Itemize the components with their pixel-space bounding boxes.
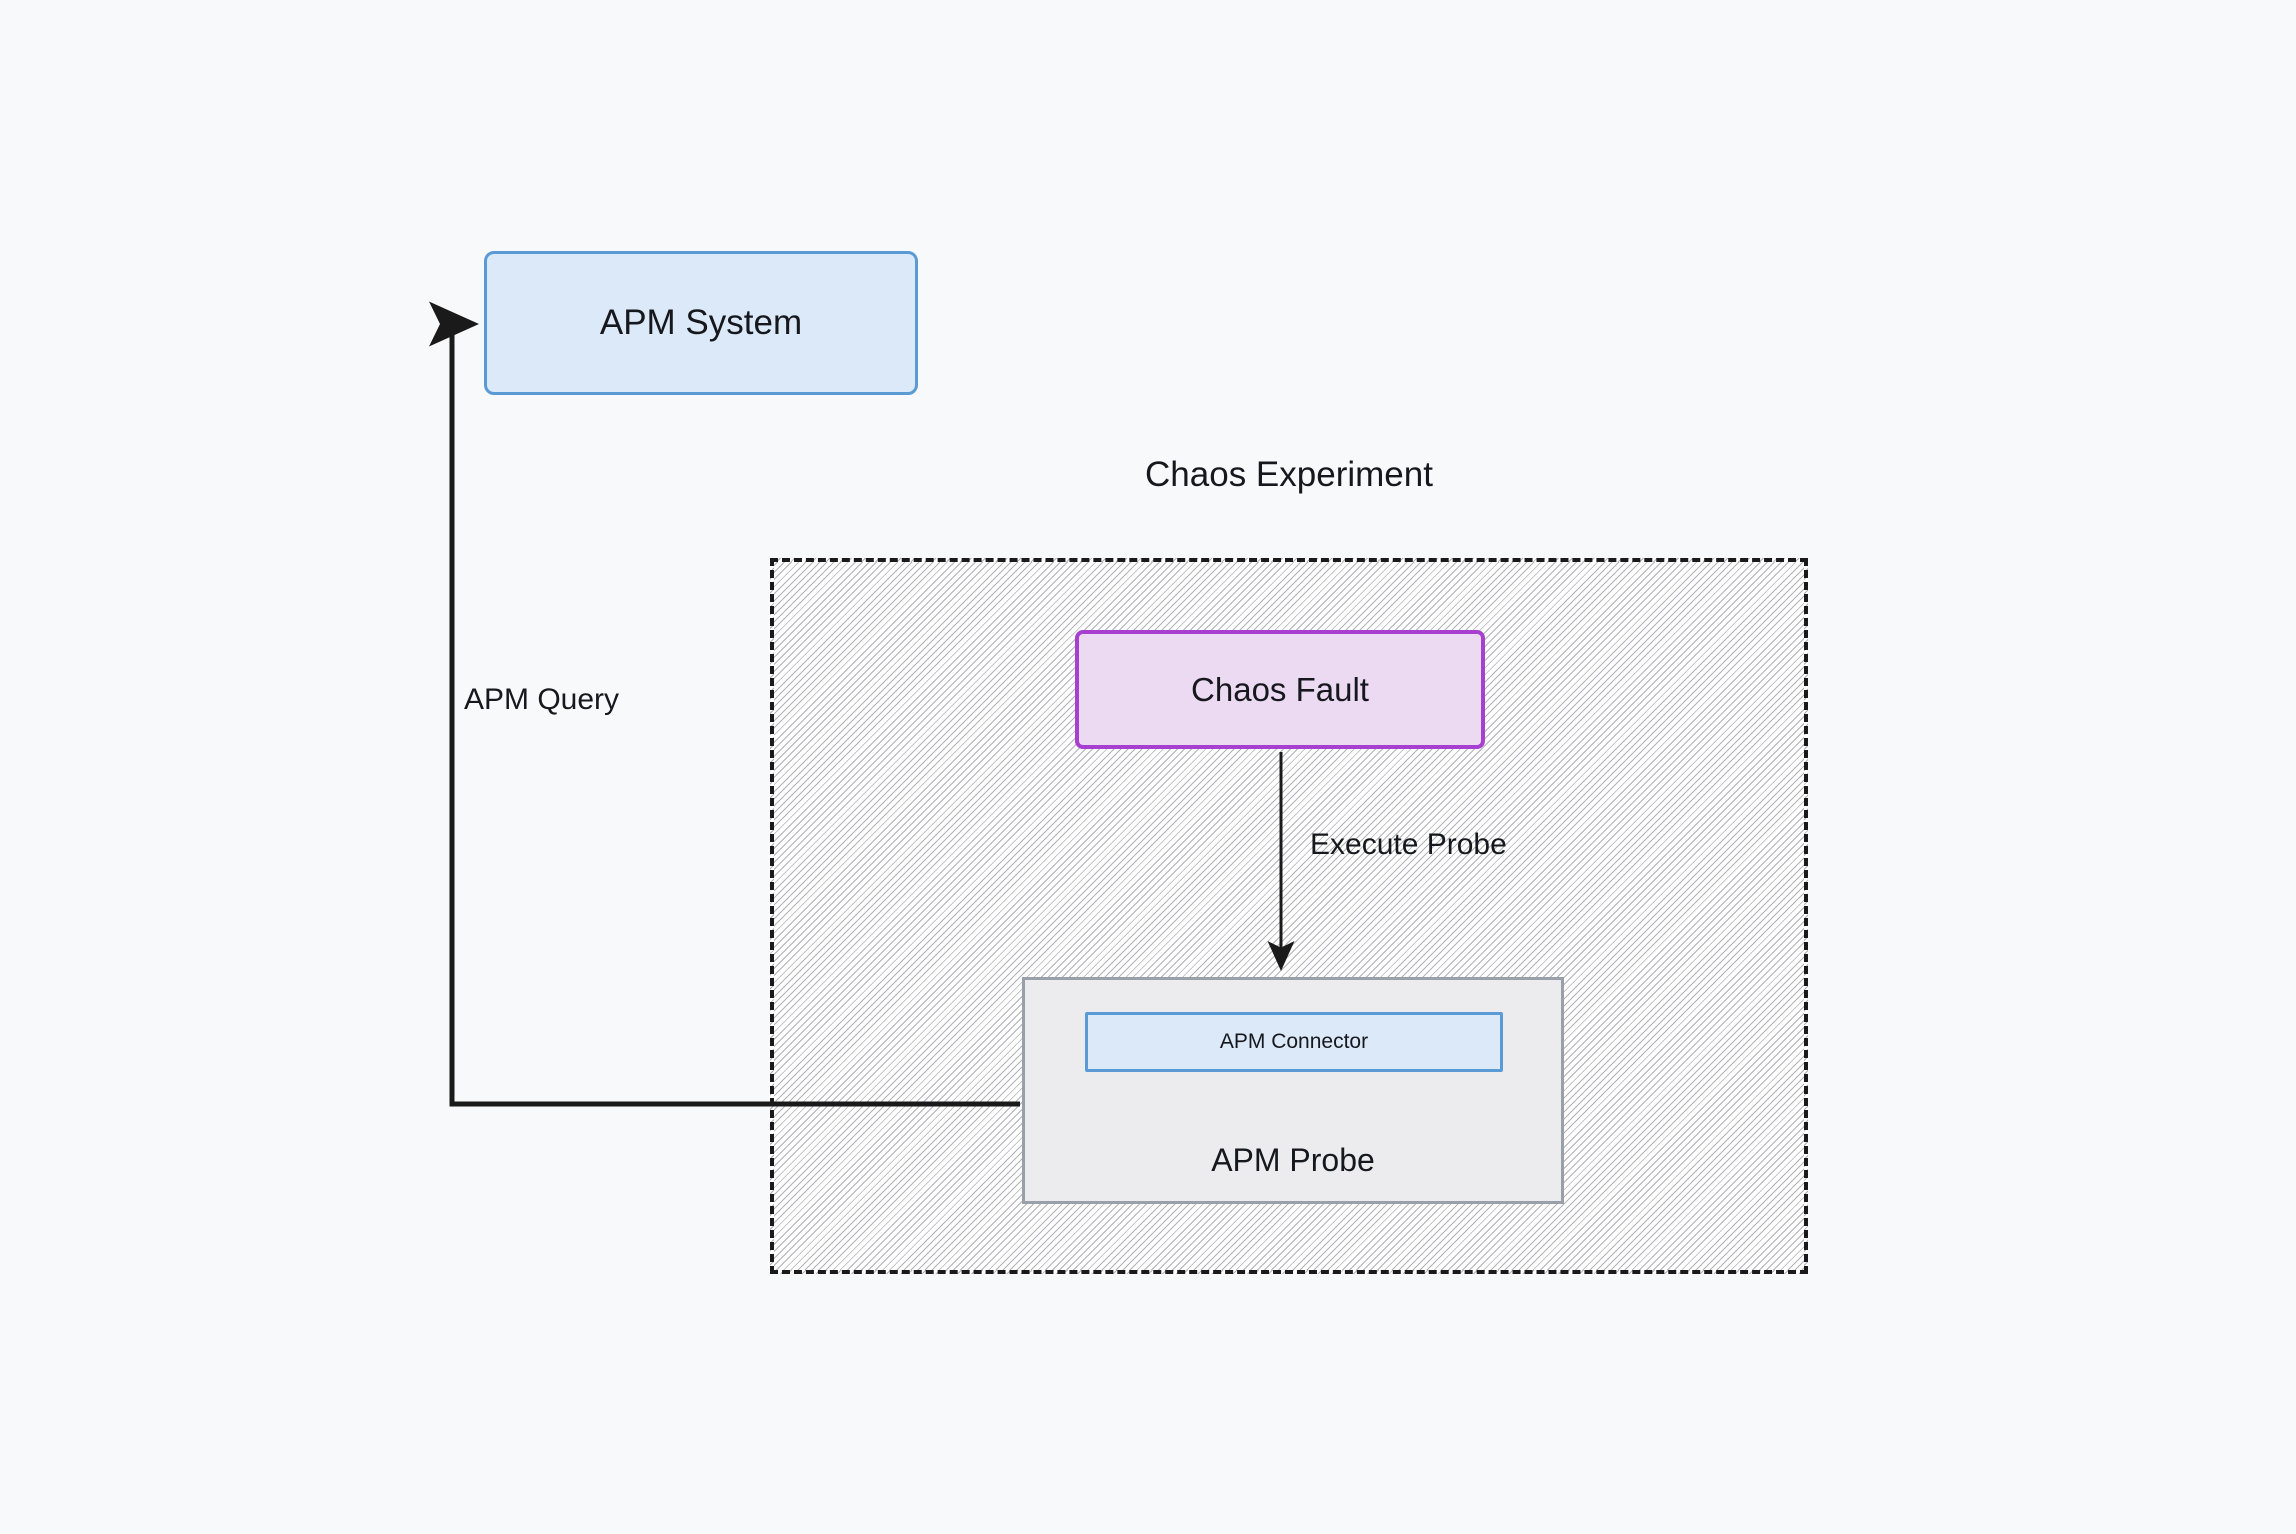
chaos-experiment-title: Chaos Experiment bbox=[1145, 455, 1433, 494]
edge-label-execute-probe: Execute Probe bbox=[1310, 828, 1507, 861]
node-apm-connector[interactable]: APM Connector bbox=[1085, 1012, 1503, 1072]
node-apm-probe-label: APM Probe bbox=[1211, 1142, 1375, 1178]
node-chaos-fault[interactable]: Chaos Fault bbox=[1075, 630, 1485, 749]
edge-label-apm-query: APM Query bbox=[464, 683, 620, 716]
node-apm-probe[interactable]: APM Connector APM Probe bbox=[1022, 977, 1564, 1204]
node-apm-system[interactable]: APM System bbox=[484, 251, 918, 395]
